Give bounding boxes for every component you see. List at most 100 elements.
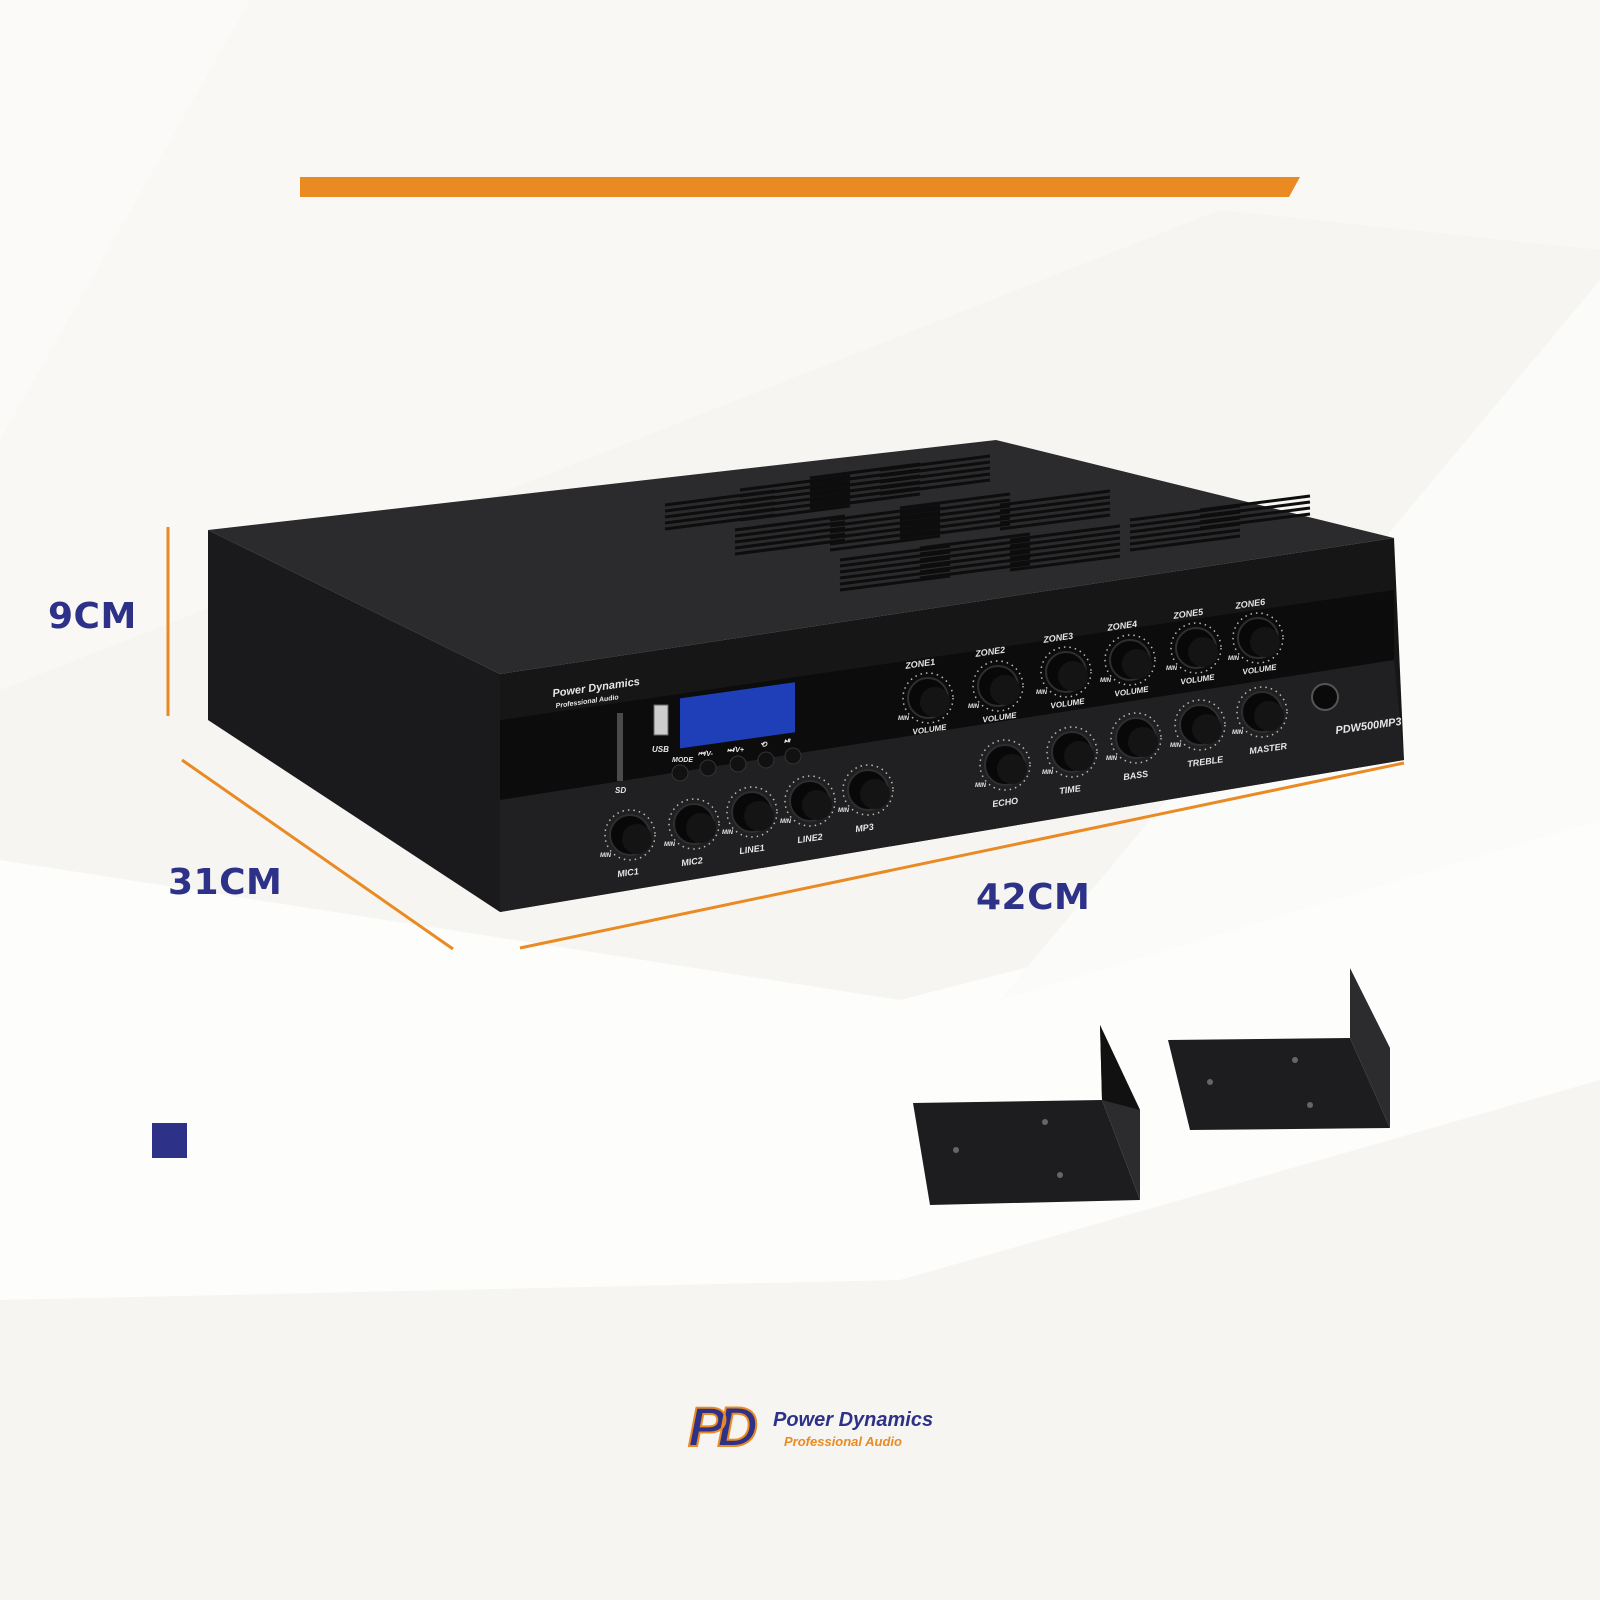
player-button[interactable] bbox=[784, 747, 802, 765]
vent-slot bbox=[829, 516, 941, 534]
vent-slot bbox=[999, 507, 1111, 525]
min-label: MIN bbox=[1166, 666, 1178, 672]
width-label: 42CM bbox=[976, 877, 1091, 918]
mode-label: MODE bbox=[672, 757, 693, 764]
height-label: 9CM bbox=[48, 596, 137, 637]
min-label: MIN bbox=[722, 830, 734, 836]
min-label: MIN bbox=[780, 819, 792, 825]
vent-slot bbox=[739, 492, 851, 510]
rack-bracket bbox=[913, 1025, 1140, 1205]
mic1-knob[interactable]: MIC1 MIN bbox=[600, 809, 656, 879]
vent-slot bbox=[999, 495, 1111, 513]
amplifier: Power Dynamics Professional Audio PDW500… bbox=[208, 440, 1404, 912]
vent-slot bbox=[879, 460, 991, 478]
min-label: MIN bbox=[600, 853, 612, 859]
min-label: MIN bbox=[1042, 770, 1054, 776]
vent-slot bbox=[829, 528, 941, 546]
min-label: MIN bbox=[975, 783, 987, 789]
zone4-knob-label: ZONE4 bbox=[1106, 619, 1138, 633]
zone5-knob-label: ZONE5 bbox=[1172, 607, 1205, 621]
vent-slot bbox=[899, 510, 1011, 528]
vent-slot bbox=[734, 520, 846, 538]
vent-slot bbox=[829, 504, 941, 522]
vent-slot bbox=[734, 538, 846, 556]
next-label: ⏭/V+ bbox=[727, 747, 744, 754]
min-label: MIN bbox=[1228, 656, 1240, 662]
vent-slot bbox=[734, 526, 846, 544]
vent-slot bbox=[919, 562, 1031, 580]
mp3-knob-label: MP3 bbox=[855, 822, 875, 834]
player-button[interactable] bbox=[671, 764, 689, 782]
prev-label: ⏮/V- bbox=[698, 751, 714, 758]
line1-knob[interactable]: LINE1 MIN bbox=[722, 786, 778, 856]
vent-slot bbox=[739, 486, 851, 504]
vent-slot bbox=[829, 522, 941, 540]
min-label: MIN bbox=[968, 704, 980, 710]
vent-slot bbox=[879, 472, 991, 490]
vent-slot bbox=[1009, 536, 1121, 554]
vent-slot bbox=[839, 568, 951, 586]
ventilation-grille bbox=[664, 454, 1311, 592]
echo-knob-label: ECHO bbox=[992, 796, 1019, 810]
echo-knob[interactable]: ECHO MIN bbox=[975, 739, 1031, 810]
amp-left-side bbox=[208, 530, 500, 912]
vent-slot bbox=[1009, 524, 1121, 542]
player-button[interactable] bbox=[757, 751, 775, 769]
vent-slot bbox=[1009, 530, 1121, 548]
mp3-knob[interactable]: MP3 MIN bbox=[838, 764, 894, 834]
min-label: MIN bbox=[1106, 756, 1118, 762]
usb-port bbox=[653, 704, 669, 736]
amp-front-brushed bbox=[500, 660, 1404, 912]
line1-knob-label: LINE1 bbox=[739, 843, 766, 856]
vent-slot bbox=[739, 480, 851, 498]
width-dimension-line bbox=[519, 761, 1405, 950]
vent-slot bbox=[879, 478, 991, 496]
vent-slot bbox=[734, 532, 846, 550]
vent-slot bbox=[879, 466, 991, 484]
min-label: MIN bbox=[898, 716, 910, 722]
vent-slot bbox=[1009, 542, 1121, 560]
mic1-knob-label: MIC1 bbox=[617, 866, 640, 879]
knobs: ZONE1VOLUMEMINZONE2VOLUMEMINZONE3VOLUMEM… bbox=[600, 597, 1288, 880]
zone1-knob-label: ZONE1 bbox=[904, 657, 936, 671]
vent-slot bbox=[839, 556, 951, 574]
vent-slot bbox=[919, 556, 1031, 574]
lcd-display bbox=[680, 682, 795, 749]
sd-slot bbox=[617, 713, 623, 781]
vent-slot bbox=[739, 498, 851, 516]
player-button[interactable] bbox=[729, 755, 747, 773]
logo-mark: PD bbox=[688, 1395, 756, 1458]
accent-bar bbox=[300, 177, 1300, 197]
vent-slot bbox=[839, 544, 951, 562]
vent-slot bbox=[899, 498, 1011, 516]
vent-slot bbox=[899, 516, 1011, 534]
min-label: MIN bbox=[838, 808, 850, 814]
line2-knob[interactable]: LINE2 MIN bbox=[780, 775, 836, 845]
vent-slot bbox=[919, 532, 1031, 550]
player-button[interactable] bbox=[699, 759, 717, 777]
rack-bracket bbox=[1168, 968, 1390, 1130]
min-label: MIN bbox=[664, 842, 676, 848]
vent-slot bbox=[1129, 528, 1241, 546]
vent-slot bbox=[829, 534, 941, 552]
power-button[interactable] bbox=[1311, 683, 1339, 711]
line2-knob-label: LINE2 bbox=[797, 832, 824, 845]
vent-slot bbox=[999, 489, 1111, 507]
repeat-label: ⟲ bbox=[760, 740, 768, 749]
vent-slot bbox=[1129, 534, 1241, 552]
min-label: MIN bbox=[1170, 743, 1182, 749]
vent-slot bbox=[809, 492, 921, 510]
vent-slot bbox=[919, 544, 1031, 562]
vent-slot bbox=[829, 510, 941, 528]
vent-slot bbox=[999, 513, 1111, 531]
